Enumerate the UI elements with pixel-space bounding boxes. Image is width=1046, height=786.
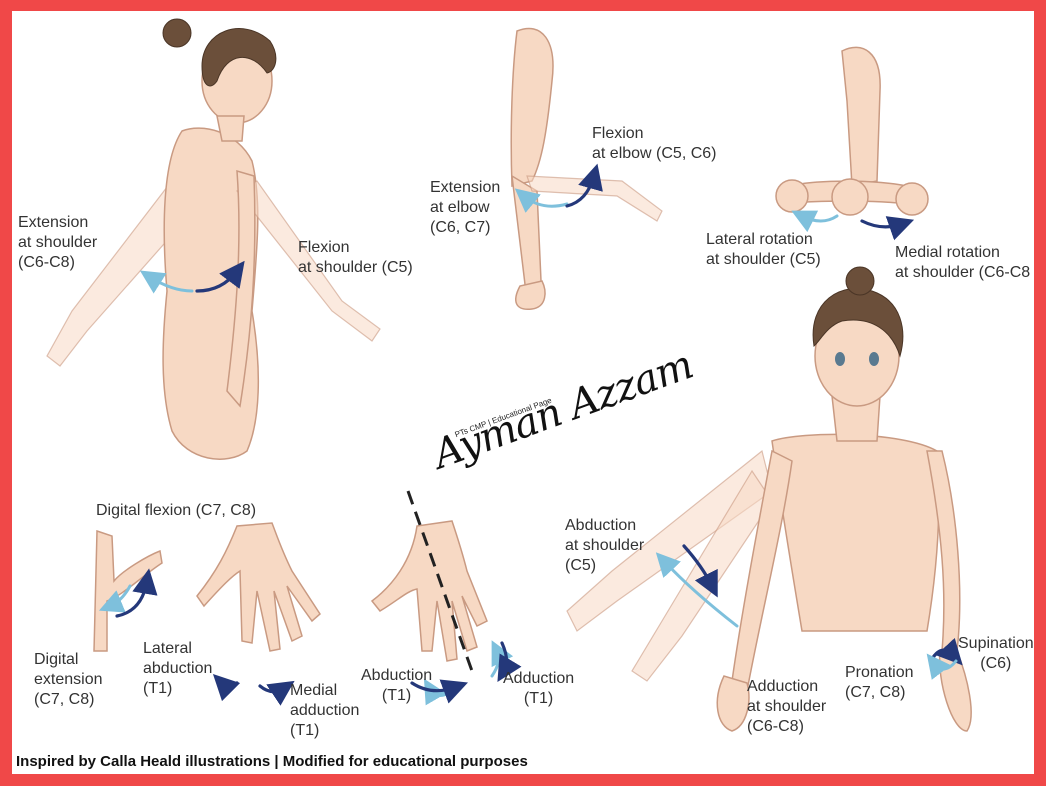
label-flexion-at-shoulder: Flexion at shoulder (C5) <box>298 239 413 276</box>
footer-credit: Inspired by Calla Heald illustrations | … <box>16 753 528 770</box>
spread-hand <box>196 522 321 706</box>
rotation-figure <box>775 46 929 241</box>
label-flexion-at-elbow: Flexion at elbow (C5, C6) <box>592 125 717 162</box>
label-abduction-t1: Abduction (T1) <box>361 667 433 704</box>
label-lateral-rotation: Lateral rotation at shoulder (C5) <box>706 231 821 268</box>
illustration-frame: Extension at shoulder (C6-C8) Flexion at… <box>12 11 1034 774</box>
finger-figure <box>93 529 163 652</box>
label-extension-at-elbow: Extension at elbow (C6, C7) <box>430 179 501 236</box>
label-digital-extension: Digital extension (C7, C8) <box>34 651 103 708</box>
label-lateral-abduction: Lateral abduction (T1) <box>143 640 213 697</box>
label-adduction-at-shoulder: Adduction at shoulder (C6-C8) <box>747 678 827 735</box>
label-medial-rotation: Medial rotation at shoulder (C6-C8 <box>895 244 1031 281</box>
label-digital-flexion: Digital flexion (C7, C8) <box>96 502 257 519</box>
anatomy-illustration <box>46 18 972 732</box>
label-medial-adduction: Medial adduction (T1) <box>290 682 360 739</box>
axis-hand <box>370 490 522 706</box>
front-figure <box>566 266 972 732</box>
label-extension-at-shoulder: Extension at shoulder (C6-C8) <box>18 214 98 271</box>
elbow-figure <box>510 27 663 310</box>
side-figure <box>46 18 381 460</box>
label-supination: Supination (C6) <box>958 635 1034 672</box>
label-adduction-t1: Adduction (T1) <box>503 670 575 707</box>
label-abduction-at-shoulder: Abduction at shoulder (C5) <box>565 517 645 574</box>
label-pronation: Pronation (C7, C8) <box>845 664 914 701</box>
